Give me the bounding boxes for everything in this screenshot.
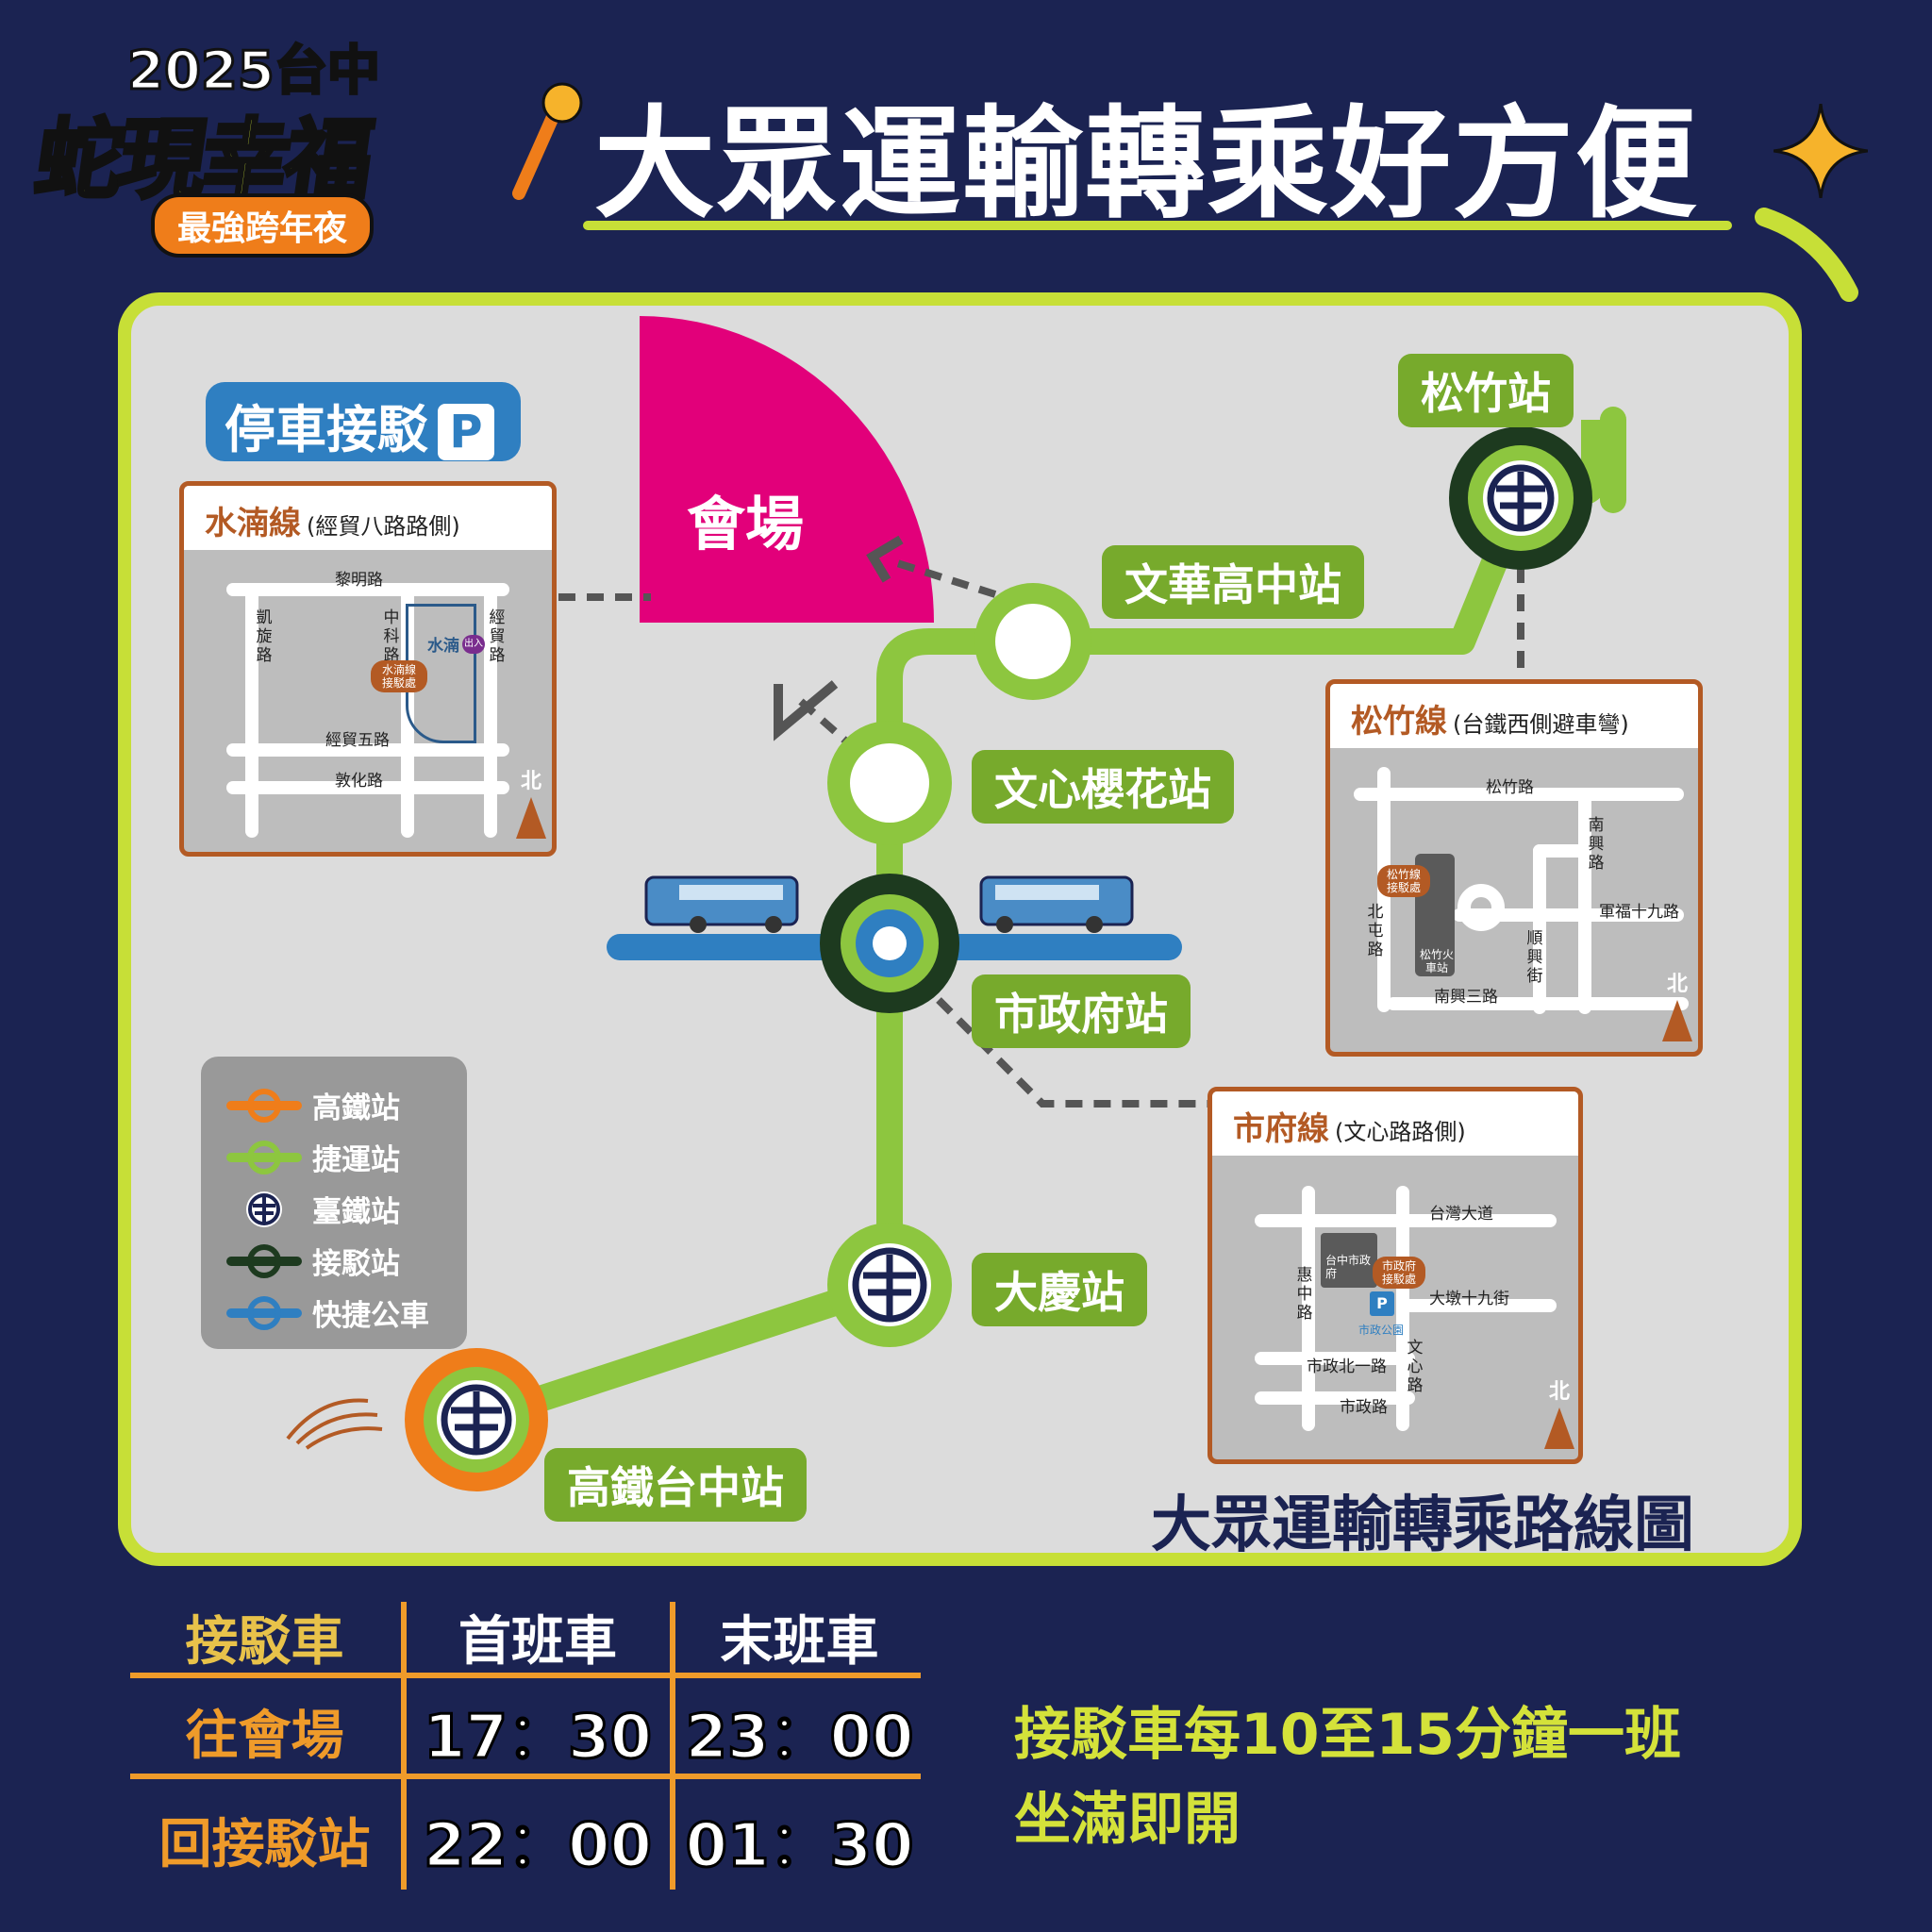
- north-label: 北: [521, 770, 542, 793]
- legend-item-mrt: 捷運站: [222, 1131, 467, 1183]
- parking-icon: P: [1370, 1291, 1394, 1316]
- schedule-first-time: 22：00: [422, 1810, 653, 1883]
- pickup-point-label: 水湳線接駁處: [371, 660, 427, 692]
- hsr-logo-icon: [286, 1398, 383, 1450]
- road-label: 市政路: [1340, 1398, 1388, 1417]
- station-label-wenxin: 文心櫻花站: [972, 750, 1234, 824]
- building-name: 台中市政府: [1325, 1254, 1372, 1280]
- station-label-hsr: 高鐵台中站: [544, 1448, 807, 1522]
- city-hall-building: [1321, 1233, 1377, 1288]
- parking-name: 水湳: [427, 637, 459, 656]
- legend-label: 接駁站: [312, 1247, 400, 1281]
- sparkle-icon: [1774, 104, 1868, 198]
- schedule-row-label: 往會場: [185, 1706, 344, 1767]
- legend-item-shuttle: 接駁站: [222, 1235, 467, 1287]
- tra-station-icon: [246, 1191, 282, 1227]
- station-name: 松竹火車站: [1419, 948, 1454, 974]
- schedule-header-shuttle: 接駁車: [185, 1611, 344, 1673]
- microphone-icon: [512, 82, 583, 200]
- map-legend: 高鐵站 捷運站 臺鐵站 接駁站 快捷公車: [201, 1057, 467, 1349]
- bus-icon-left: [644, 875, 799, 933]
- station-label-songzhu: 松竹站: [1398, 354, 1574, 427]
- decor-stroke: [1755, 208, 1858, 302]
- inset-title: 松竹線: [1351, 703, 1447, 741]
- road-label: 經貿路: [489, 608, 506, 665]
- station-label-cityhall: 市政府站: [972, 974, 1191, 1048]
- map-caption: 大眾運輸轉乘路線圖: [1151, 1491, 1694, 1560]
- schedule-header-last: 末班車: [720, 1611, 879, 1673]
- inset-subtitle: (文心路路側): [1335, 1119, 1466, 1145]
- legend-label: 捷運站: [312, 1143, 400, 1177]
- venue-label: 會場: [687, 490, 805, 558]
- parking-shuttle-label: 停車接駁: [225, 400, 428, 459]
- road-label: 敦化路: [335, 772, 383, 791]
- bus-icon-right: [979, 875, 1134, 933]
- logo-tagline: 最強跨年夜: [151, 193, 375, 258]
- road-label: 南興三路: [1434, 988, 1498, 1007]
- parking-name: 市政公園: [1358, 1324, 1405, 1337]
- road-label: 大墩十九街: [1429, 1290, 1509, 1308]
- depart-when-full-note: 坐滿即開: [1014, 1787, 1241, 1853]
- brt-icon: [226, 1295, 302, 1330]
- road-label: 經貿五路: [325, 731, 390, 750]
- station-label-wenhua: 文華高中站: [1102, 545, 1364, 619]
- road-label: 北屯路: [1367, 903, 1384, 959]
- legend-item-hsr: 高鐵站: [222, 1079, 467, 1131]
- shuttle-station-icon: [226, 1243, 302, 1278]
- road-label: 中科路: [383, 608, 400, 665]
- hsr-station-icon: [226, 1088, 302, 1123]
- road-label: 順興街: [1526, 929, 1543, 986]
- inset-shuinan: 水湳線(經貿八路路側) 黎明路 凱旋路 中科路 經貿路 經貿五路 敦化路 水湳 …: [179, 481, 557, 857]
- road-label: 文心路: [1407, 1339, 1424, 1395]
- inset-subtitle: (經貿八路路側): [307, 513, 460, 540]
- road-label: 台灣大道: [1429, 1205, 1493, 1224]
- legend-label: 高鐵站: [312, 1091, 400, 1125]
- road-label: 南興路: [1588, 816, 1605, 873]
- inset-songzhu: 松竹線(台鐵西側避車彎) 松竹路 南興路 軍福十九路 北屯路 順興街 南興三路 …: [1325, 679, 1703, 1057]
- road-label: 市政北一路: [1307, 1357, 1387, 1376]
- north-label: 北: [1549, 1380, 1571, 1404]
- north-arrow-icon: [516, 797, 546, 839]
- north-arrow-icon: [1544, 1407, 1574, 1449]
- inset-title: 水湳線: [205, 505, 301, 542]
- station-daqing: [827, 1223, 952, 1347]
- station-wenhua: [974, 583, 1091, 700]
- north-label: 北: [1667, 973, 1689, 996]
- station-songzhu: [1449, 426, 1592, 570]
- exit-badge: 出入: [462, 635, 485, 654]
- schedule-first-time: 17：30: [422, 1702, 653, 1774]
- station-hsr: [405, 1348, 548, 1491]
- road-label: 軍福十九路: [1599, 903, 1679, 922]
- road-label: 凱旋路: [256, 608, 273, 665]
- logo-year-city: 2025台中: [126, 40, 382, 104]
- mrt-station-icon: [226, 1140, 302, 1174]
- schedule-row-label: 回接駁站: [158, 1814, 371, 1875]
- legend-item-brt: 快捷公車: [222, 1287, 467, 1339]
- station-label-daqing: 大慶站: [972, 1253, 1147, 1326]
- page-title: 大眾運輸轉乘好方便: [594, 94, 1699, 235]
- road-label: 惠中路: [1296, 1266, 1313, 1323]
- north-arrow-icon: [1662, 1000, 1692, 1041]
- schedule-last-time: 23：00: [684, 1702, 915, 1774]
- inset-shifu: 市府線(文心路路側) 台中市政府 台灣大道 大墩十九街 惠中路 市政北一路 文心…: [1208, 1087, 1583, 1464]
- schedule-last-time: 01：30: [684, 1810, 915, 1883]
- station-cityhall: [820, 874, 959, 1013]
- inset-title: 市府線: [1233, 1110, 1329, 1148]
- frequency-note: 接駁車每10至15分鐘一班: [1014, 1702, 1681, 1768]
- station-wenxin: [827, 721, 952, 845]
- pickup-point-label: 松竹線接駁處: [1377, 865, 1430, 897]
- legend-item-tra: 臺鐵站: [222, 1183, 467, 1235]
- road-label: 黎明路: [335, 571, 383, 590]
- title-underline: [583, 221, 1732, 230]
- pickup-point-label: 市政府接駁處: [1373, 1257, 1425, 1289]
- legend-label: 快捷公車: [312, 1299, 429, 1333]
- legend-label: 臺鐵站: [312, 1195, 400, 1229]
- inset-subtitle: (台鐵西側避車彎): [1453, 711, 1629, 738]
- schedule-header-first: 首班車: [458, 1611, 617, 1673]
- road-label: 松竹路: [1486, 778, 1534, 797]
- parking-icon: P: [438, 404, 494, 460]
